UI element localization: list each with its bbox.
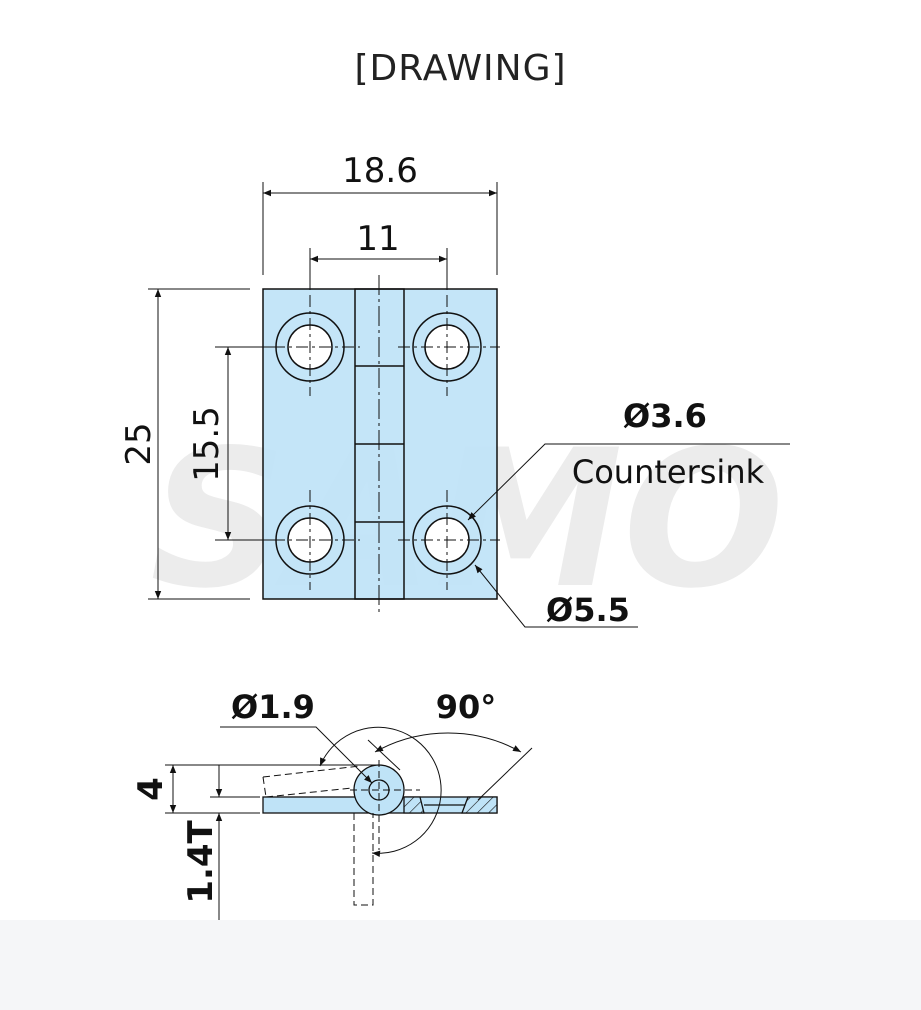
pin-diameter-label: Ø1.9 bbox=[231, 688, 315, 726]
drawing-title: [DRAWING] bbox=[354, 48, 567, 89]
hole-diameter-label: Ø3.6 bbox=[623, 397, 707, 435]
dim-knuckle-height: 4 bbox=[131, 777, 171, 801]
side-view bbox=[165, 726, 533, 920]
footer-band bbox=[0, 920, 921, 1010]
dim-height: 25 bbox=[119, 422, 159, 465]
countersink-label: Countersink bbox=[572, 453, 765, 491]
countersink-diameter-label: Ø5.5 bbox=[546, 591, 630, 629]
opening-angle-label: 90° bbox=[436, 688, 497, 726]
dim-width: 18.6 bbox=[342, 151, 418, 191]
front-view bbox=[148, 182, 790, 628]
dim-thickness: 1.4T bbox=[181, 819, 221, 903]
dim-hole-pitch-v: 15.5 bbox=[187, 406, 227, 482]
dim-hole-pitch-h: 11 bbox=[356, 219, 399, 259]
